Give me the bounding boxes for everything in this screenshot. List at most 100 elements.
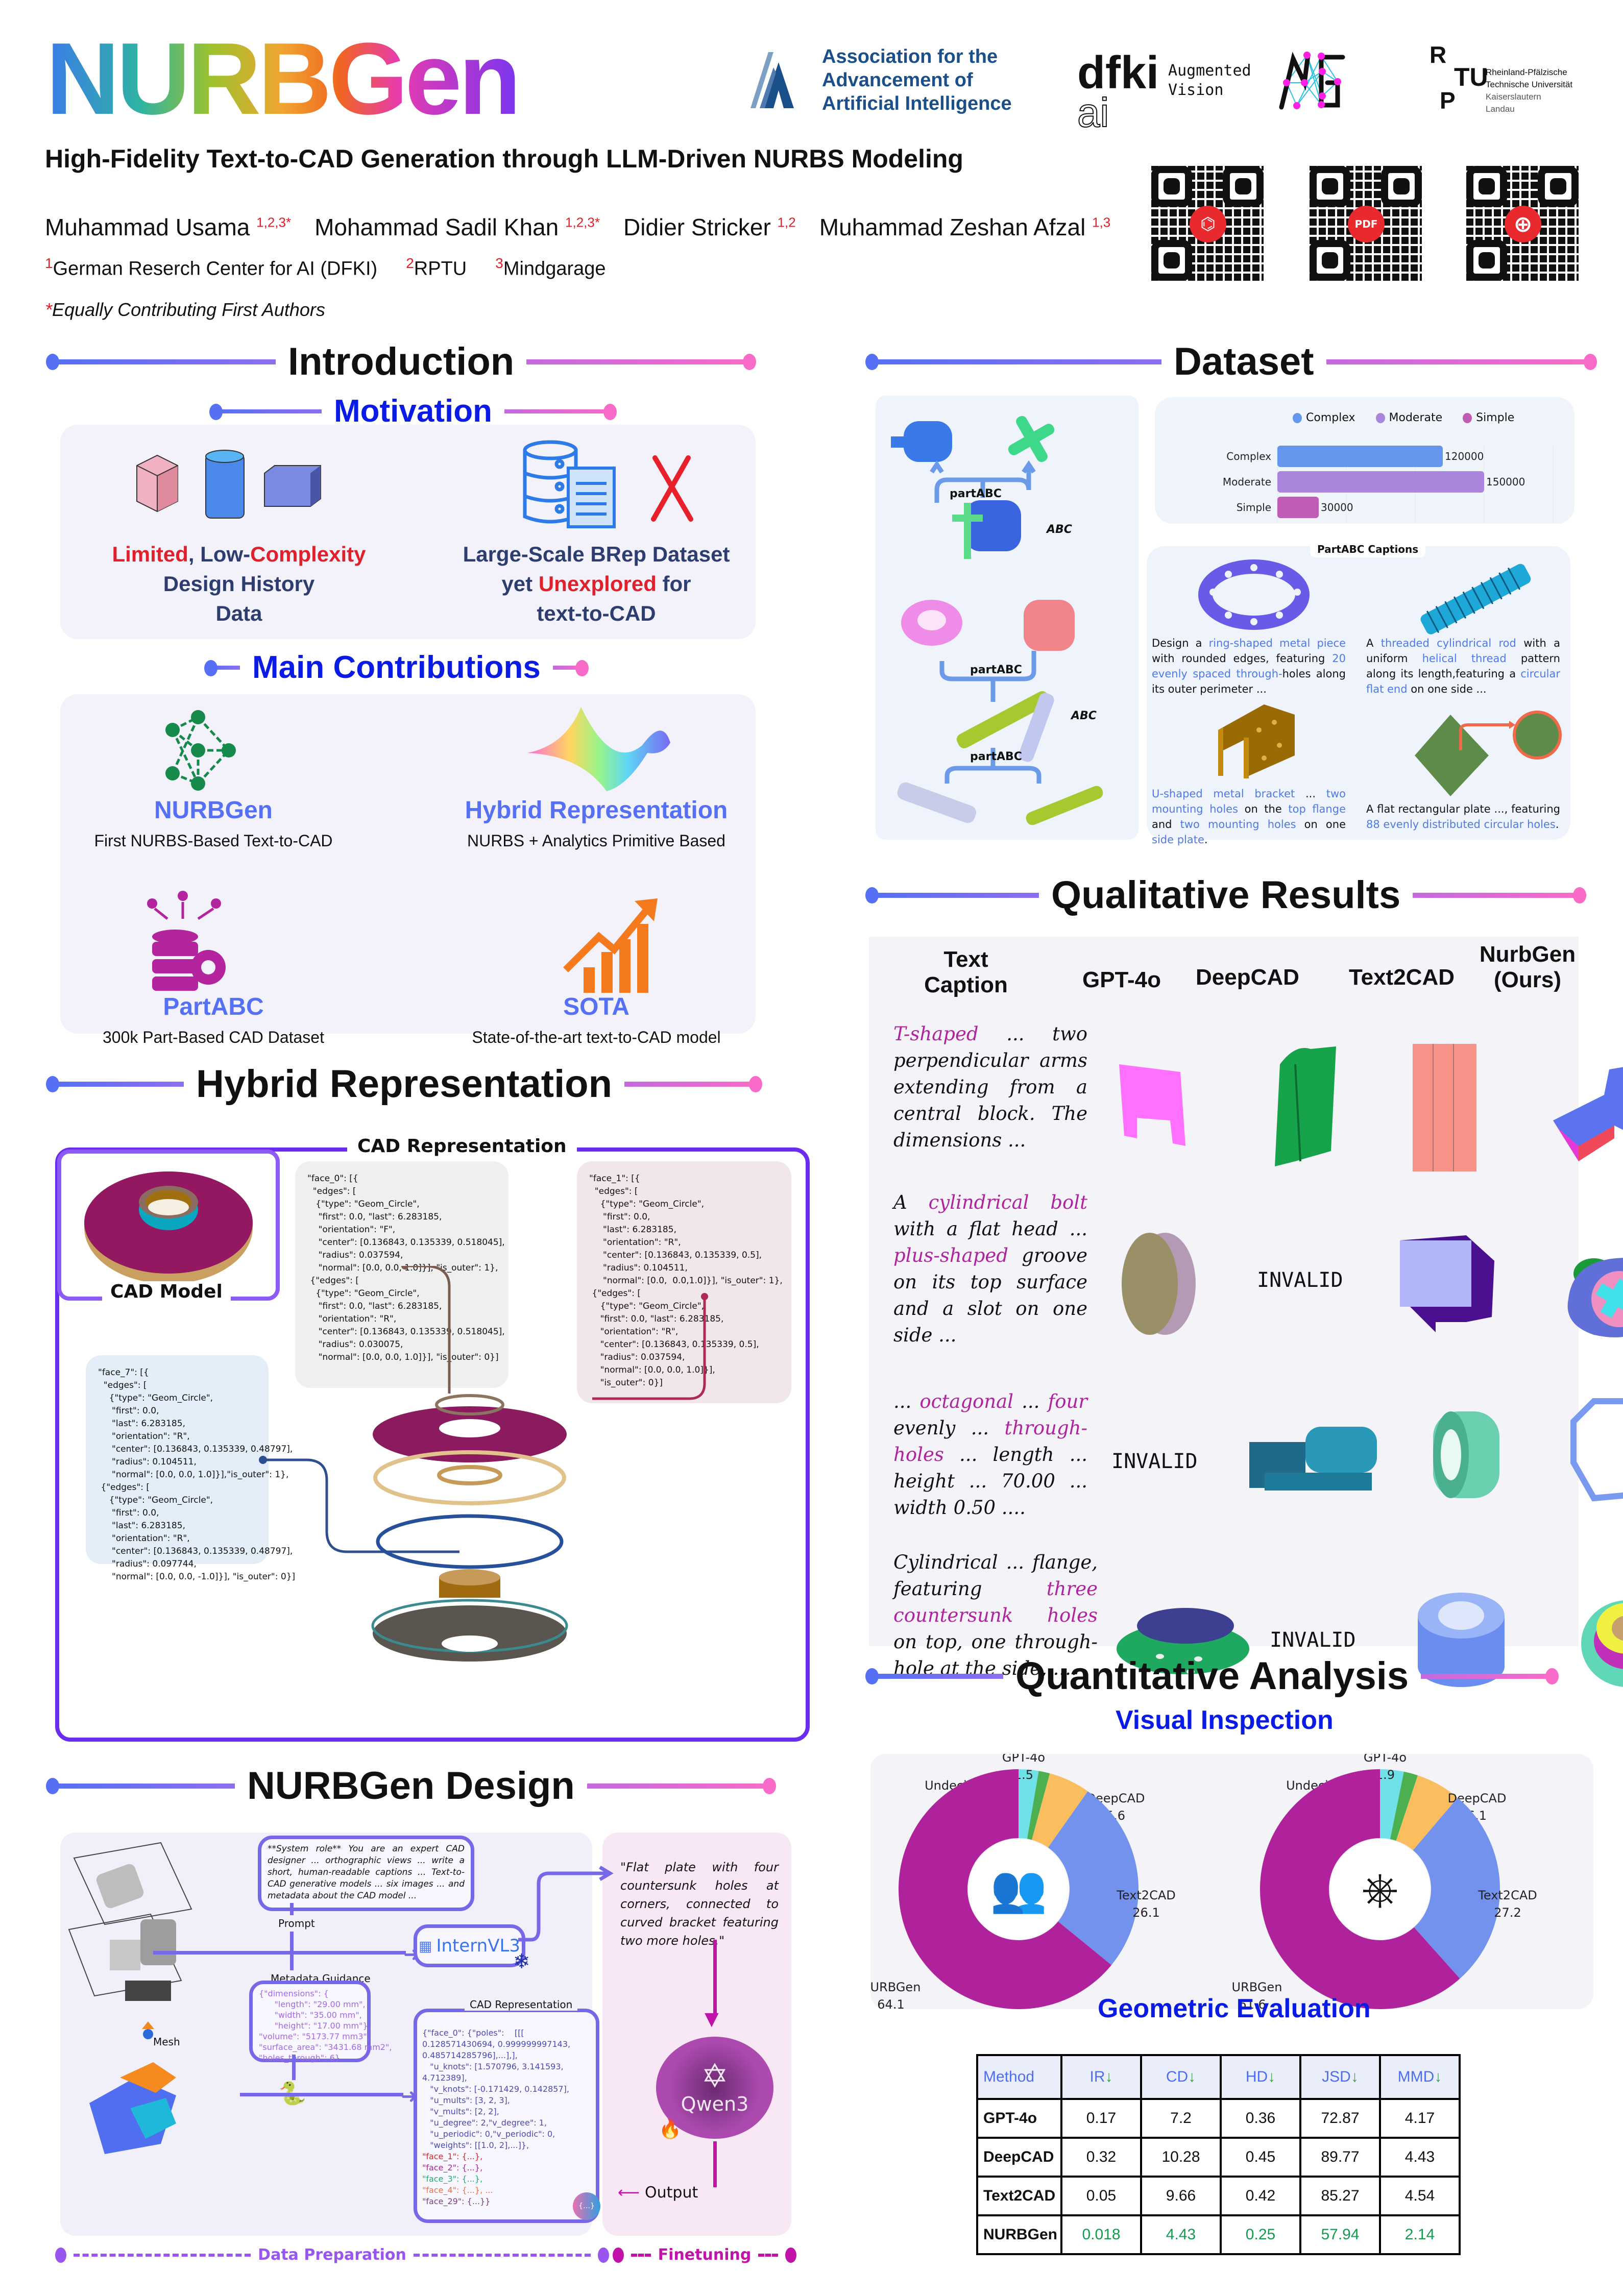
deepcad-invalid-4: INVALID [1270,1628,1356,1652]
threaded-rod-image [1420,564,1531,634]
metric-cell: 0.05 [1060,2176,1142,2216]
contributions-panel: NURBGen First NURBS-Based Text-to-CAD Hy… [60,694,756,1046]
method-cell: NURBGen [976,2214,1062,2255]
arrow-down-icon: ↓ [1268,2068,1276,2085]
partabc-captions-panel: PartABC Captions Design a ring-shaped me… [1147,541,1570,846]
bar-chart-svg: 050000100000150000200000Complex120000Mod… [1223,446,1554,522]
qwen3-model[interactable]: ✡ Qwen3 [656,2037,773,2139]
generated-caption: "Flat plate with four countersunk holes … [620,1860,779,1948]
face-7-code: "face_7": [{ "edges": [ {"type": "Geom_C… [86,1355,295,1582]
cad-model-label: CAD Model [102,1281,231,1302]
metric-cell: 57.94 [1299,2214,1381,2255]
metric-cell: 0.42 [1220,2176,1301,2216]
metric-cell: 4.54 [1379,2176,1461,2216]
partabc-label: partABC [950,487,1002,500]
nurbgen-logo: NURBGen [46,20,521,138]
partabc-label: partABC [970,664,1022,676]
aaai-logo: Association for the Advancement of Artif… [745,45,1012,115]
column-header-gpt4o: GPT-4o [1082,967,1161,992]
metric-cell: 2.14 [1379,2214,1461,2255]
github-qr-code[interactable]: ⌬ [1151,166,1264,281]
pie-chart-gpt: Undecided3.2GPT-4o1.9DeepCAD6.1Text2CAD2… [1232,1754,1537,2009]
affiliation: 1German Reserch Center for AI (DFKI) [45,255,378,280]
pie-slice-text2cad [1048,1791,1138,1965]
nurbgen-result-3 [1570,1398,1623,1502]
internvl3-model[interactable]: ▦ InternVL3 [414,1924,525,1967]
prompt-label: Prompt [278,1915,315,1932]
metric-cell: 0.018 [1060,2214,1142,2255]
abc-label: ABC [1047,523,1072,536]
column-header: Method [976,2054,1062,2100]
text2cad-result-1 [1413,1044,1476,1171]
metric-cell: 0.32 [1060,2137,1142,2178]
metric-cell: 0.45 [1220,2137,1301,2178]
paper-pdf-qr-code[interactable]: PDF [1310,166,1422,281]
legend-item-moderate: Moderate [1375,411,1442,424]
metric-cell: 89.77 [1299,2137,1381,2178]
primitive-shapes-icon [136,450,321,519]
partabc-tree-panel: partABC ABC partABC ABC partABC [876,396,1138,840]
trainable-fire-icon: 🔥 [659,2119,682,2140]
row-caption: A cylindrical bolt with a flat head ... … [893,1191,1087,1346]
metadata-box: {"dimensions": { "length": "29.00 mm", "… [249,1981,392,2063]
globe-icon: ⊕ [1505,206,1541,242]
column-header-text-caption: Text Caption [924,947,1008,997]
network-icon [165,710,236,791]
main-contributions-header: Main Contributions [204,649,589,686]
column-header: CD↓ [1140,2054,1222,2100]
column-header: MMD↓ [1379,2054,1461,2100]
introduction-header: Introduction [46,339,757,384]
arrow-down-icon: ↓ [1105,2068,1113,2085]
mindgarage-logo [1279,52,1345,110]
pie-slice-nurbgen [1260,1769,1460,2009]
partabc-label: partABC [970,750,1022,763]
hybrid-representation-header: Hybrid Representation [46,1062,763,1106]
face-1-code: "face_1": [{ "edges": [ {"type": "Geom_C… [577,1161,791,1403]
y-tick-label: Moderate [1223,476,1271,488]
website-qr-code[interactable]: ⊕ [1466,166,1579,281]
surface-icon [527,707,670,791]
growth-chart-icon [563,898,658,993]
slice-label: NURBGen [870,1980,920,1994]
legend-item-complex: Complex [1293,411,1355,424]
metric-cell: 9.66 [1140,2176,1222,2216]
contribution-hybrid-representation: Hybrid Representation NURBS + Analytics … [465,797,728,850]
bar-simple [1277,497,1319,518]
affiliation: 2RPTU [406,255,467,280]
slice-value: 27.2 [1494,1906,1521,1920]
mesh-label: Mesh [153,2036,180,2048]
cad-representation-label-2: CAD Representation [465,1998,578,2011]
pie-slice-gpt-4o [1027,1771,1050,1840]
contribution-nurbgen: NURBGen First NURBS-Based Text-to-CAD [94,797,333,850]
caption-output-arrow [518,1865,614,1942]
openai-icon: ⎈ [1362,1862,1398,1916]
quantitative-analysis-header: Quantitative Analysis [865,1654,1559,1698]
pie-slice-undecided [1019,1769,1039,1839]
text2cad-result-4 [1418,1593,1505,1687]
aaai-emblem-icon [750,52,794,108]
visual-inspection-title: Visual Inspection [1116,1705,1334,1735]
metric-cell: 72.87 [1299,2098,1381,2139]
abc-label: ABC [1071,710,1097,722]
gpt4o-result-1 [1119,1064,1185,1146]
data-label: 30000 [1321,501,1353,514]
slice-value: 64.1 [877,1997,904,2009]
method-cell: GPT-4o [976,2098,1062,2139]
row-caption: T-shaped ... two perpendicular arms exte… [893,1023,1087,1151]
motivation-panel: Limited, Low-Complexity Design History D… [60,425,756,639]
u-bracket-image [1218,704,1295,778]
frozen-snowflake-icon: ❄ [513,1950,530,1973]
cad-representation-json-box: {"face_0": {"poles": [[[ 0.128571430694,… [414,2009,599,2223]
slice-label: Text2CAD [1477,1888,1537,1902]
dataset-header: Dataset [865,339,1597,384]
pie-center [968,1839,1069,1939]
partabc-decomposition-diagram [891,416,1103,825]
y-tick-label: Simple [1237,501,1271,514]
slice-label: NURBGen [1232,1980,1282,1994]
slice-value: 26.1 [1132,1906,1159,1920]
nurbgen-result-1 [1553,1067,1623,1161]
motivation-point-2: Large-Scale BRep Dataset yet Unexplored … [463,542,730,625]
database-gear-icon [147,891,226,991]
caption-perforated-plate: A flat rectangular plate ..., featuring … [1366,803,1560,831]
